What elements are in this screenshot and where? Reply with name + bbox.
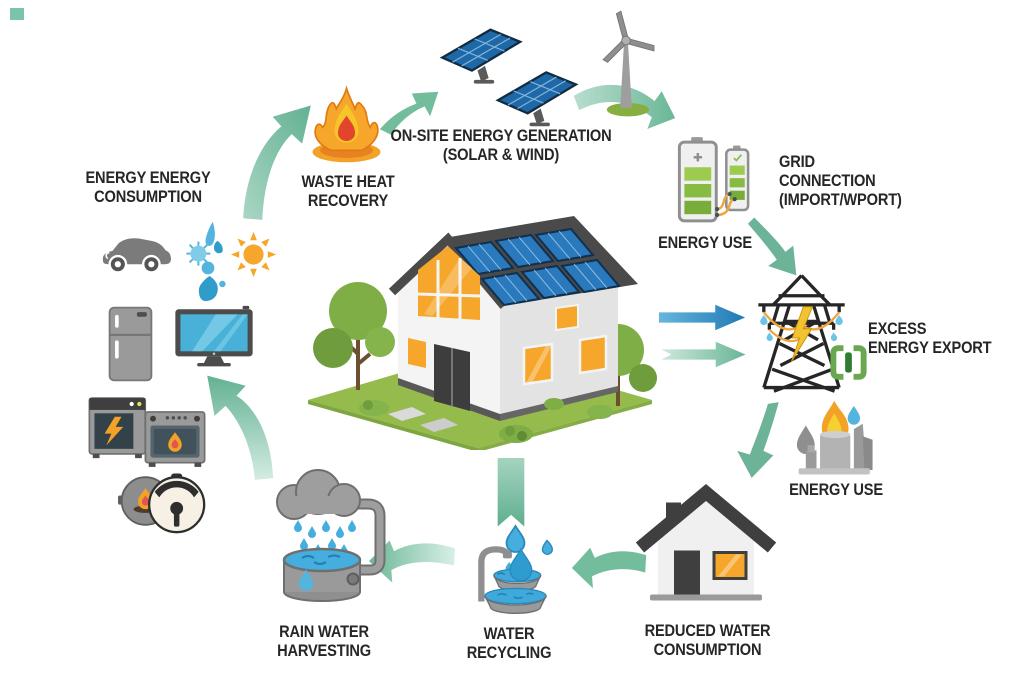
ribbon-home-to-recycling (496, 458, 526, 528)
label-waste-heat-recovery: WASTE HEAT RECOVERY (296, 172, 399, 210)
label-line: CONSUMPTION (653, 640, 762, 660)
label-line: (IMPORT/WPORT) (779, 190, 902, 210)
label-line: RECOVERY (307, 191, 389, 211)
label-line: WASTE HEAT (301, 172, 395, 191)
decorative-corner-shape (10, 8, 24, 20)
label-energy-consumption: ENERGY ENERGY CONSUMPTION (85, 168, 211, 207)
boiler-flame-drops-icon (788, 398, 877, 478)
label-line: ON-SITE ENERGY GENERATION (390, 126, 612, 145)
label-line: GRID (779, 152, 815, 171)
label-water-recycling: WATER RECYCLING (463, 624, 556, 662)
washing-machine-icon (86, 390, 152, 462)
solar-panels-icon (440, 26, 580, 130)
arrow-rainwater-to-appliances (196, 372, 288, 480)
faucet-basin-drops-icon (458, 524, 564, 616)
label-grid-connection: GRID CONNECTION (IMPORT/WPORT) (779, 152, 917, 210)
wind-turbine-icon (578, 10, 674, 122)
car-icon (96, 226, 174, 276)
arrow-recycling-to-rainwater (366, 536, 458, 588)
label-reduced-water-consumption: REDUCED WATER CONSUMPTION (641, 621, 774, 659)
arrow-tower-to-energyuse (730, 398, 786, 482)
label-energy-use-grid: ENERGY USE (658, 233, 752, 252)
label-line: RAIN WATER (279, 622, 369, 641)
label-line: WATER (483, 624, 535, 643)
batteries-icon (671, 132, 759, 231)
label-energy-use: ENERGY USE (789, 480, 883, 499)
label-rain-water-harvesting: RAIN WATER HARVESTING (263, 622, 385, 660)
plug-icon (830, 342, 867, 383)
label-line: CONSUMPTION (94, 187, 202, 207)
fire-icon (304, 80, 389, 168)
water-splash-icon (184, 219, 232, 305)
label-line: RECYCLING (466, 643, 552, 663)
arrow-grid-to-tower (744, 216, 812, 280)
label-line: ENERGY USE (658, 233, 752, 252)
label-line: EXCESS (868, 319, 927, 338)
label-excess-energy-export: EXCESS ENERGY EXPORT (868, 319, 992, 357)
label-line: ENERGY USE (789, 480, 883, 499)
label-line: (SOLAR & WIND) (442, 145, 560, 165)
label-line: REDUCED WATER (644, 621, 771, 640)
label-line: HARVESTING (277, 641, 371, 661)
oven-icon (142, 408, 208, 470)
rain-cloud-barrel-icon (250, 466, 402, 604)
arrow-reducedwater-to-recycling (570, 544, 648, 592)
label-onsite-generation: ON-SITE ENERGY GENERATION (SOLAR & WIND) (391, 126, 612, 165)
arrow-home-export-blue (652, 303, 752, 332)
label-line: ENERGY EXPORT (868, 338, 992, 358)
arrow-consumption-to-wasteheat (238, 96, 316, 226)
tv-icon (172, 302, 256, 372)
arrow-home-export-green (654, 340, 751, 369)
label-line: CONNECTION (779, 171, 876, 191)
refrigerator-icon (104, 304, 157, 384)
small-house-icon (636, 480, 776, 611)
cooking-pots-icon (116, 468, 208, 534)
arrow-generation-to-grid (568, 76, 680, 146)
label-line: ENERGY ENERGY (85, 168, 211, 187)
arrow-wasteheat-to-generation (378, 82, 442, 138)
solar-home-illustration (298, 208, 662, 450)
sun-icon (230, 231, 277, 278)
